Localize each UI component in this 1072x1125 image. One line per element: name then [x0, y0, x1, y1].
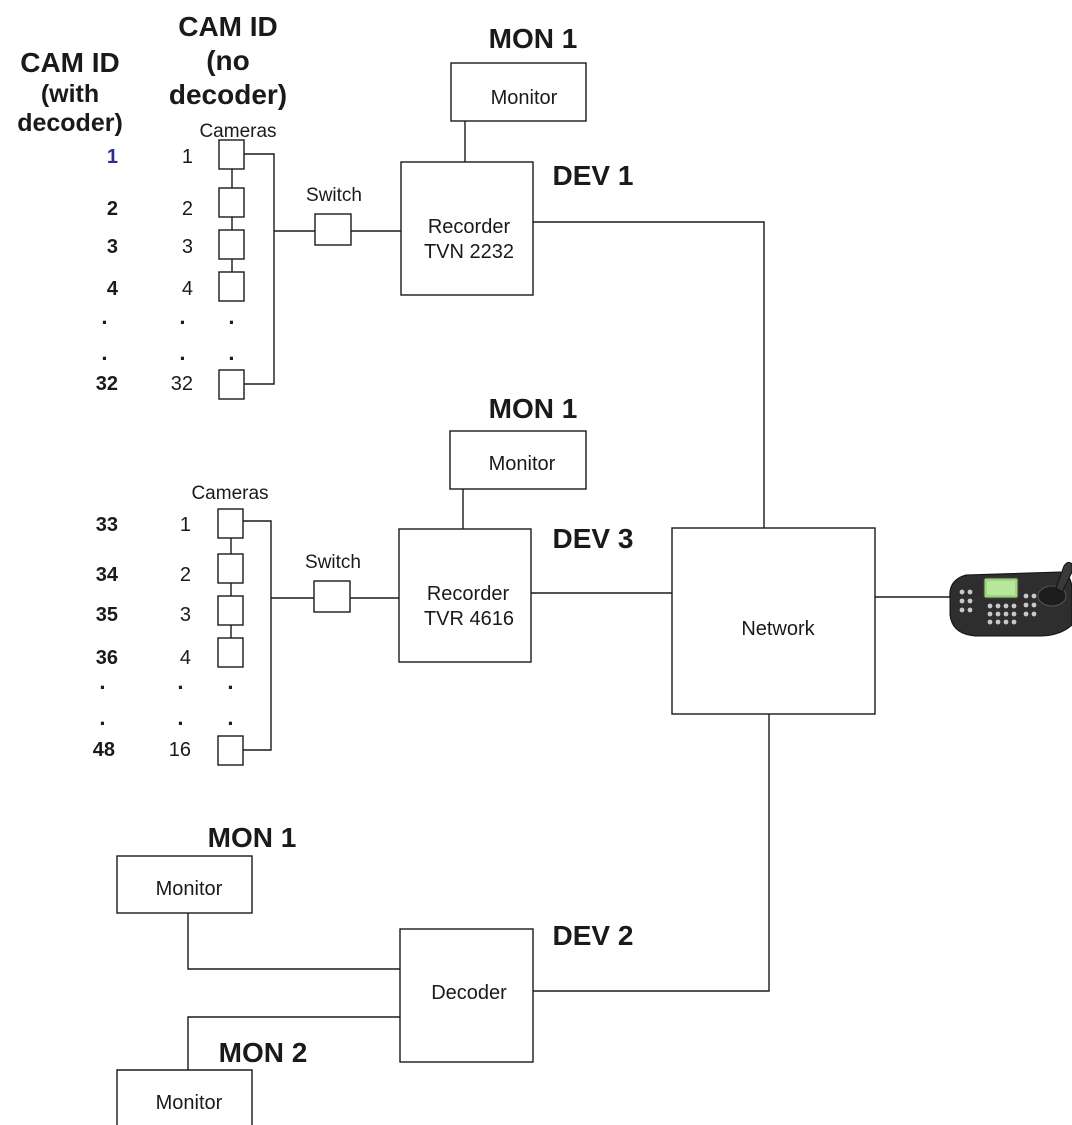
monitor2-title-decoder: MON 2	[219, 1037, 308, 1068]
network-switch-icon	[314, 213, 352, 246]
ellipsis-dot: ·	[228, 310, 235, 335]
cam-id-no-decoder: 4	[182, 278, 193, 300]
monitor2-box-decoder	[116, 1069, 253, 1125]
cam-id-with-decoder: 32	[96, 373, 118, 395]
recorder-line1-dev1: Recorder	[428, 216, 511, 238]
header-cam-id-no-decoder-line3: decoder)	[169, 79, 287, 110]
ellipsis-dot: ·	[179, 310, 186, 335]
cam-id-no-decoder: 4	[180, 647, 191, 669]
camera-bus-wire	[244, 153, 401, 385]
cam-id-with-decoder: 36	[96, 647, 118, 669]
cameras-label-group1: Cameras	[199, 121, 276, 142]
ellipsis-dot: ·	[99, 711, 106, 736]
header-cam-id-with-decoder-line1: CAM ID	[20, 47, 120, 78]
network-label: Network	[741, 618, 815, 640]
dev1-to-network-wire	[533, 221, 765, 528]
monitor-label-group1: Monitor	[491, 87, 558, 109]
cam-id-with-decoder: 1	[107, 146, 118, 168]
recorder-line2-dev3: TVR 4616	[424, 608, 514, 630]
decoder-label: Decoder	[431, 982, 507, 1004]
monitor-box-group1	[450, 62, 587, 122]
cam-id-with-decoder: 4	[107, 278, 119, 300]
network-switch-icon	[313, 580, 351, 613]
camera-icon	[217, 553, 244, 584]
ellipsis-dot: ·	[99, 675, 106, 700]
monitor2-label-decoder: Monitor	[156, 1092, 223, 1114]
network-to-decoder-wire	[533, 714, 770, 992]
camera-icon	[218, 229, 245, 260]
camera-icon	[217, 595, 244, 626]
cam-id-no-decoder: 3	[182, 236, 193, 258]
cam-id-with-decoder: 33	[96, 514, 118, 536]
cam-id-no-decoder: 2	[182, 198, 193, 220]
monitor1-label-decoder: Monitor	[156, 878, 223, 900]
camera-icon	[217, 735, 244, 766]
camera-icon	[217, 508, 244, 539]
header-cam-id-no-decoder-line1: CAM ID	[178, 11, 278, 42]
cam-id-with-decoder: 35	[96, 604, 118, 626]
cam-id-no-decoder: 1	[182, 146, 193, 168]
device-title-dev1: DEV 1	[553, 160, 634, 191]
switch-label-group1: Switch	[306, 185, 362, 206]
decoder-box-dev2	[399, 928, 534, 1063]
ellipsis-dot: ·	[228, 346, 235, 371]
monitor-box-group2	[449, 430, 587, 490]
monitor-label-group2: Monitor	[489, 453, 556, 475]
header-cam-id-no-decoder-line2: (no	[206, 45, 250, 76]
ellipsis-dot: ·	[101, 346, 108, 371]
device-title-dev3: DEV 3	[553, 523, 634, 554]
monitor1-to-decoder-wire	[187, 913, 400, 970]
recorder-box-dev1	[400, 161, 534, 296]
cam-id-no-decoder: 32	[171, 373, 193, 395]
ellipsis-dot: ·	[101, 310, 108, 335]
monitor-title-group2: MON 1	[489, 393, 578, 424]
camera-icon	[218, 271, 245, 302]
header-cam-id-with-decoder-line3: decoder)	[17, 109, 123, 137]
recorder-line2-dev1: TVN 2232	[424, 241, 514, 263]
cam-id-no-decoder: 16	[169, 739, 191, 761]
device-title-dev2: DEV 2	[553, 920, 634, 951]
network-box	[671, 527, 876, 715]
camera-icon	[218, 369, 245, 400]
cam-id-with-decoder: 34	[96, 564, 119, 586]
ptz-keyboard-controller-icon	[949, 561, 1072, 637]
camera-bus-wire	[243, 520, 399, 751]
ellipsis-dot: ·	[179, 346, 186, 371]
camera-icon	[217, 637, 244, 668]
recorder-box-dev3	[398, 528, 532, 663]
camera-icon	[218, 187, 245, 218]
cameras-label-group2: Cameras	[191, 483, 268, 504]
ellipsis-dot: ·	[177, 675, 184, 700]
recorder-line1-dev3: Recorder	[427, 583, 510, 605]
switch-label-group2: Switch	[305, 552, 361, 573]
cam-id-no-decoder: 3	[180, 604, 191, 626]
header-cam-id-with-decoder-line2: (with	[41, 80, 99, 108]
ellipsis-dot: ·	[177, 711, 184, 736]
camera-icon	[218, 139, 245, 170]
cam-id-no-decoder: 1	[180, 514, 191, 536]
cam-id-with-decoder: 3	[107, 236, 118, 258]
cam-id-with-decoder: 48	[93, 739, 115, 761]
ellipsis-dot: ·	[227, 711, 234, 736]
cam-id-with-decoder: 2	[107, 198, 118, 220]
monitor2-to-decoder-wire	[187, 1016, 400, 1070]
monitor-title-group1: MON 1	[489, 23, 578, 54]
monitor1-box-decoder	[116, 855, 253, 914]
cam-id-no-decoder: 2	[180, 564, 191, 586]
ellipsis-dot: ·	[227, 675, 234, 700]
monitor1-title-decoder: MON 1	[208, 822, 297, 853]
